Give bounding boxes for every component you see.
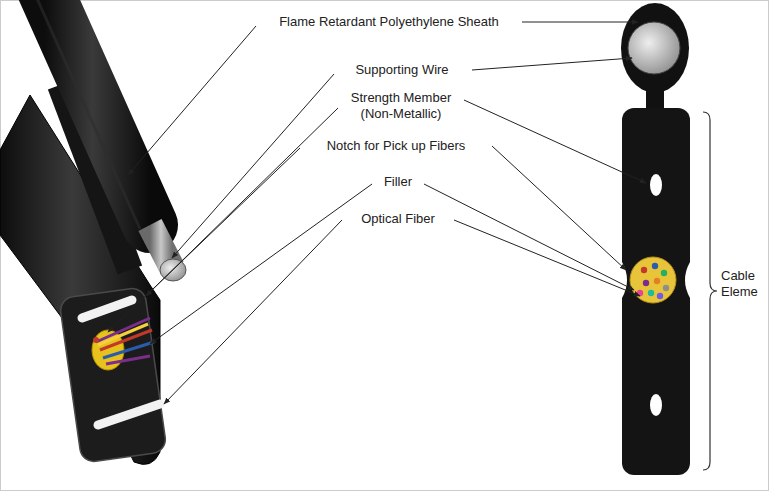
cable-perspective	[0, 0, 186, 464]
cable-element-label: Cable Eleme	[721, 268, 765, 301]
filler-label: Filler	[368, 174, 428, 190]
strength-member-label: Strength Member (Non-Metallic)	[339, 90, 464, 123]
sheath-label: Flame Retardant Polyethylene Sheath	[254, 14, 524, 30]
leader-lines	[108, 22, 646, 404]
optical-fiber-label: Optical Fiber	[343, 211, 453, 227]
cable-cross-section	[621, 3, 690, 475]
notch-label: Notch for Pick up Fibers	[296, 138, 496, 154]
supporting-wire-label: Supporting Wire	[332, 62, 472, 78]
bracket	[703, 112, 717, 470]
